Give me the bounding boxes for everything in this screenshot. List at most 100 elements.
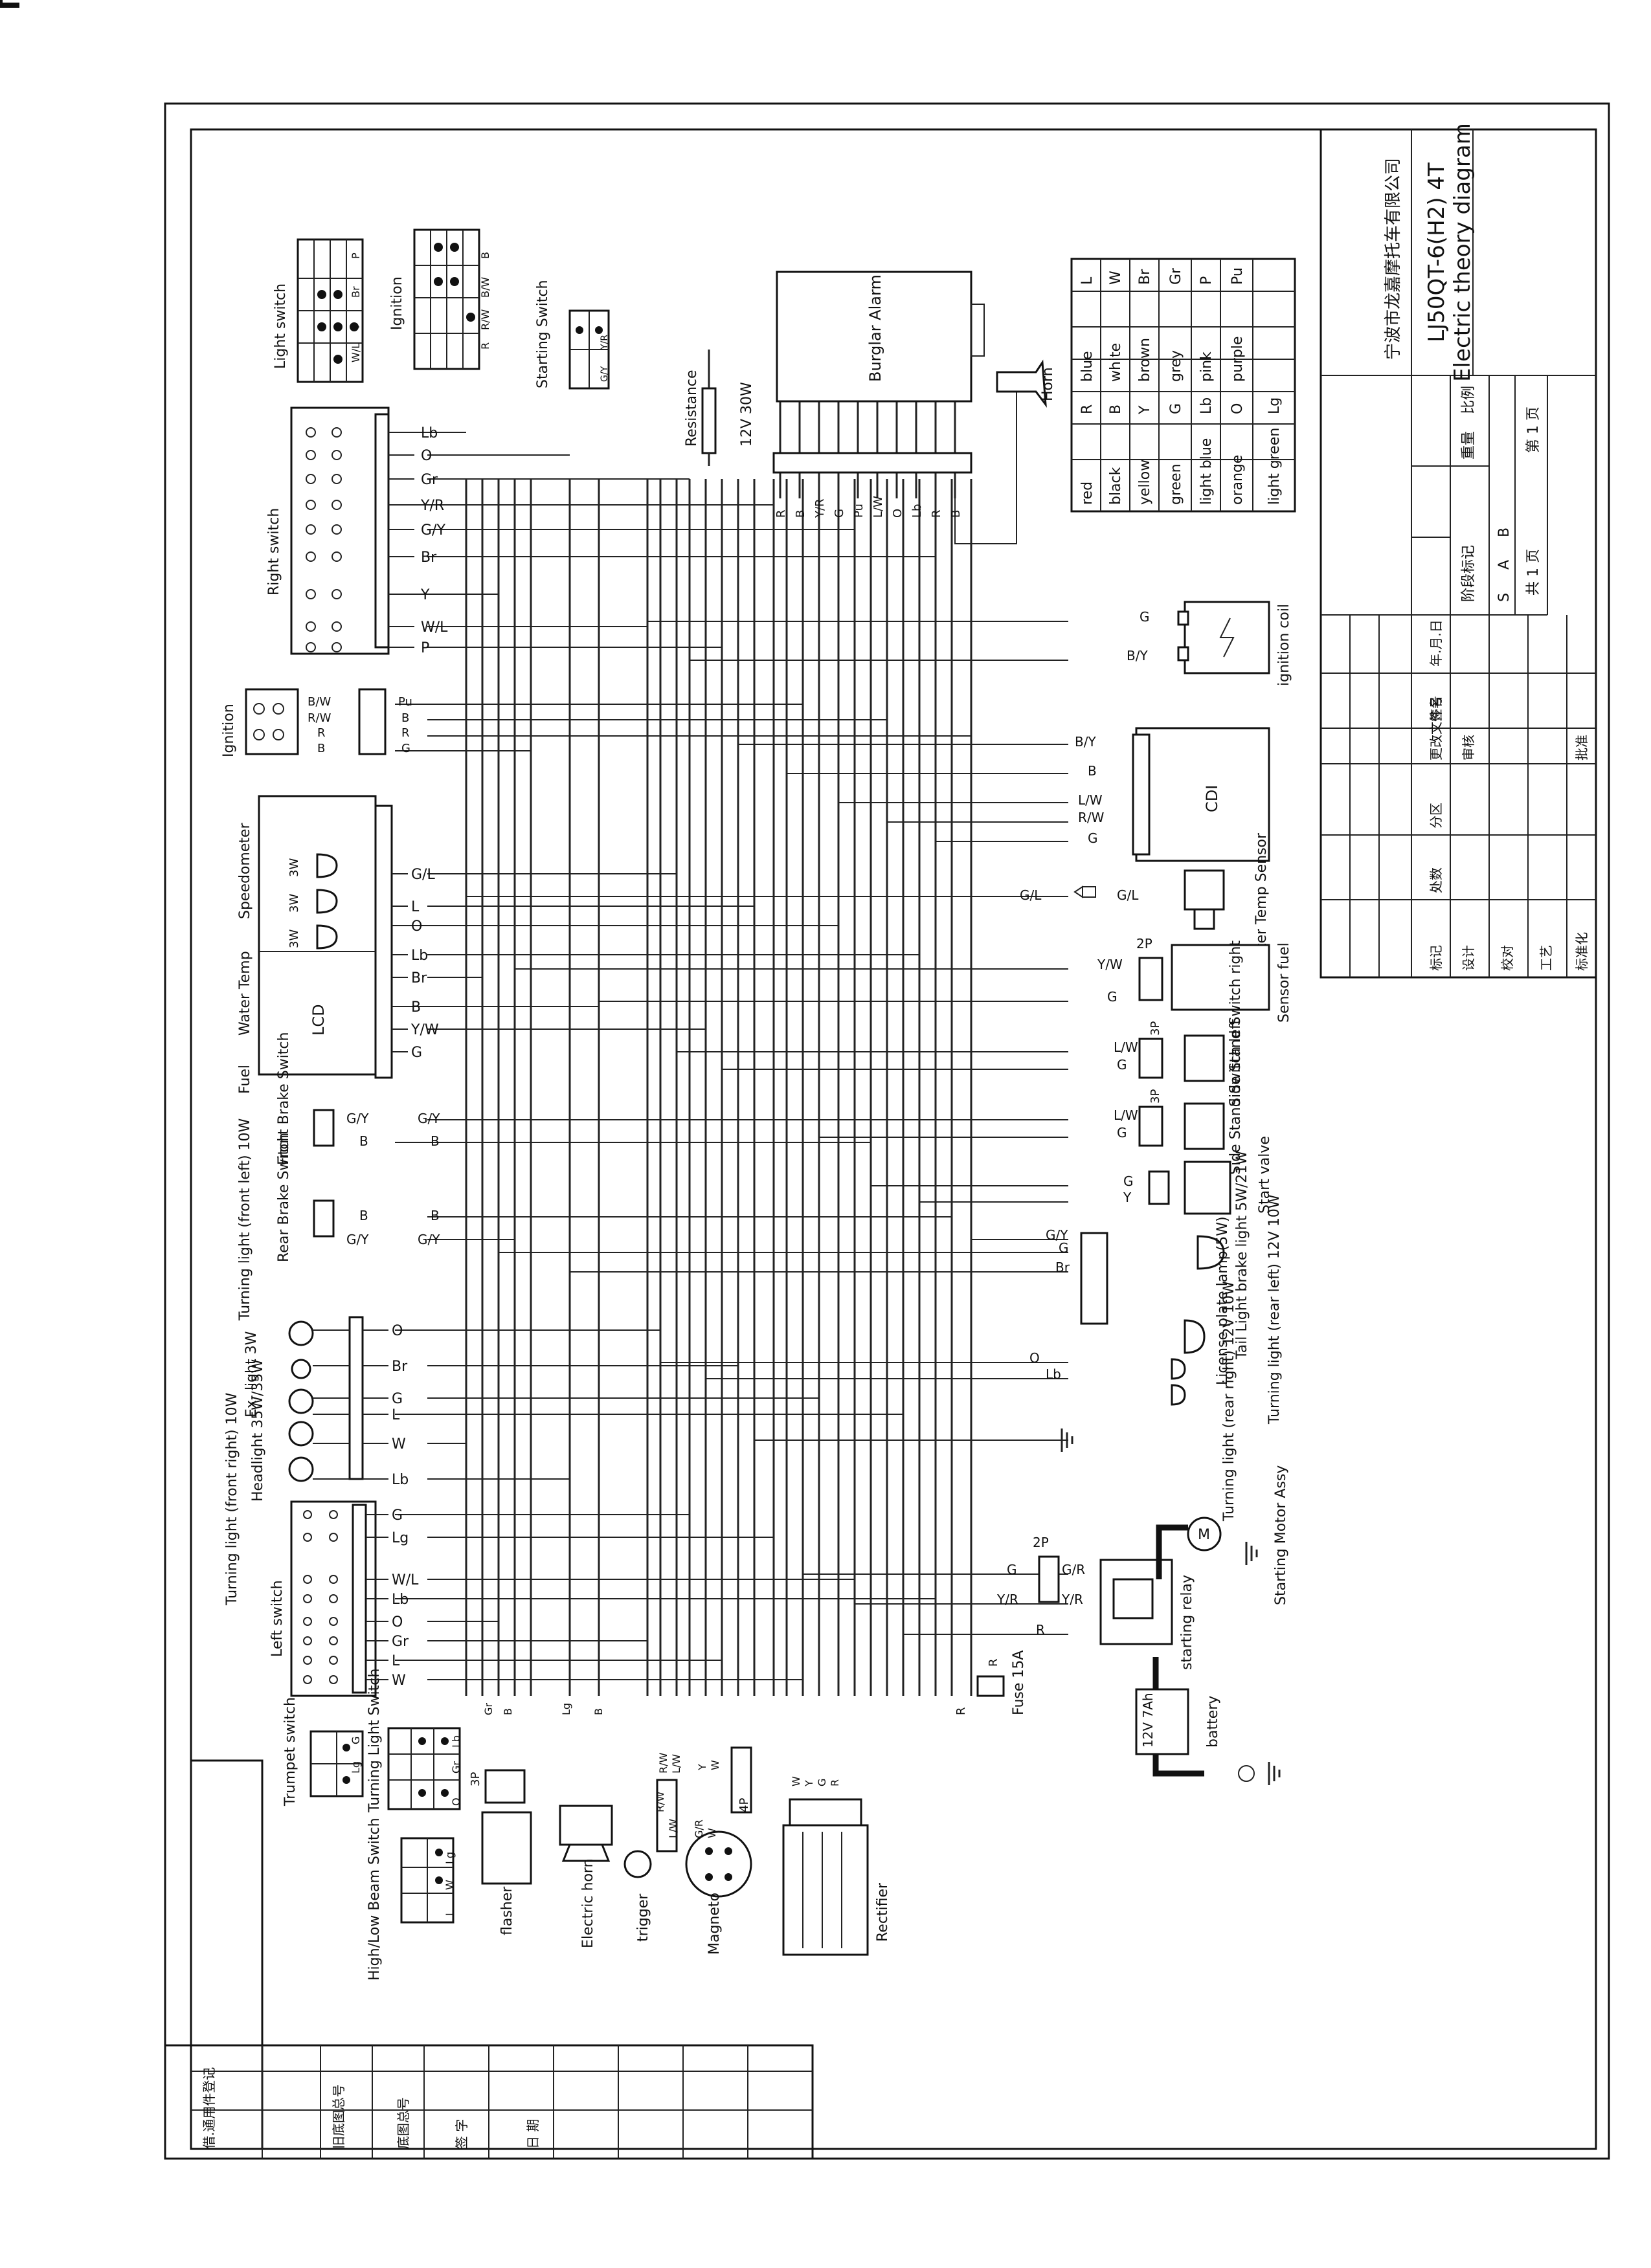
flasher: 3P flasher Gr B [469,1703,532,1935]
svg-text:标记: 标记 [1428,945,1444,971]
flasher-label: flasher [499,1886,515,1935]
svg-text:标准化: 标准化 [1574,932,1589,971]
alarm-pin-label: Lb [910,504,924,518]
svg-text:Gr: Gr [482,1703,495,1715]
svg-text:R/W: R/W [308,711,331,725]
svg-text:3P: 3P [469,1772,482,1786]
svg-text:B: B [1088,763,1097,779]
rectifier-label: Rectifier [875,1882,891,1942]
company-name: 宁波市龙嘉摩托车有限公司 [1384,158,1403,360]
svg-text:Y/R: Y/R [996,1592,1018,1607]
ex-light-label: Ex- light 3W [243,1331,260,1418]
lcd-label: LCD [309,1004,328,1036]
svg-text:W: W [790,1776,802,1786]
alarm-pin-label: Pu [852,504,866,518]
svg-text:R/W: R/W [479,309,491,330]
right-switch-wire-label: O [421,448,432,464]
rear-brake-switch: Rear Brake Switch B G/Y B G/Y [276,1133,440,1262]
svg-text:R: R [401,726,410,740]
svg-text:Br: Br [1055,1260,1070,1275]
legend-cell: red [1079,482,1095,505]
svg-text:G/Y: G/Y [346,1232,369,1247]
right-switch-wire-label: Gr [421,472,438,488]
side-stand-left: 3P L/W G Side Stand Switch left [1114,1019,1244,1175]
svg-text:S: S [1496,593,1512,602]
svg-text:R: R [317,726,326,740]
ignition-top: Ignition R R/W B/W B [389,228,491,370]
front-light-wire-label: W [392,1436,406,1452]
svg-text:L/W: L/W [667,1819,679,1838]
front-light-wire-label: L [392,1407,400,1423]
outer-frame [164,102,1610,2160]
svg-text:B: B [359,1208,368,1223]
right-switch-wire-label: Y [420,587,430,603]
right-switch-wire-label: Y/R [420,498,444,514]
svg-text:B/Y: B/Y [1127,648,1148,663]
svg-text:G/L: G/L [1020,887,1042,903]
title-block: 宁波市龙嘉摩托车有限公司 LJ50QT-6(H2) 4T Electric th… [1320,123,1597,979]
svg-text:B: B [359,1133,368,1149]
ignition-coil-label: ignition coil [1276,604,1292,686]
legend-cell: W [1108,271,1124,285]
svg-text:G: G [350,1737,362,1744]
speedometer-wire-label: O [411,918,422,935]
svg-text:比例: 比例 [1461,386,1477,414]
svg-text:O: O [450,1797,462,1806]
svg-text:2P: 2P [1136,936,1152,951]
svg-text:B: B [401,711,409,725]
battery-label: battery [1205,1696,1221,1748]
svg-text:Pu: Pu [398,695,412,709]
legend-cell: Lg [1266,397,1283,414]
svg-text:R: R [987,1658,1000,1667]
svg-text:G: G [1107,989,1118,1005]
instrument-cluster: Speedometer Water Temp Fuel LCD 3W 3W 3W… [237,795,439,1094]
svg-text:G: G [1059,1240,1069,1256]
svg-text:Y: Y [1123,1190,1132,1205]
left-switch-label: Left switch [269,1580,286,1657]
front-light-wire-label: Br [392,1359,408,1375]
svg-text:Y: Y [696,1764,708,1771]
high-low-beam-label: High/Low Beam Switch [366,1818,383,1981]
alarm-pin-label: O [891,509,904,518]
svg-text:Lg: Lg [560,1703,572,1715]
svg-text:阶段标记: 阶段标记 [1461,545,1477,602]
svg-text:Lb: Lb [1046,1366,1061,1382]
svg-text:审核: 审核 [1461,735,1476,761]
horn-top-label: Horn [1040,367,1056,401]
speedometer-wire-label: Lb [411,948,428,964]
svg-text:Y/R: Y/R [1061,1592,1083,1607]
svg-text:G: G [1088,830,1098,846]
light-switch-label: Light switch [273,284,289,369]
legend-cell: Y [1137,405,1153,415]
svg-text:校对: 校对 [1499,945,1515,971]
battery-rating: 12V 7Ah [1140,1693,1156,1748]
light-switch: Light switch W/L Y Br P [273,238,364,383]
turn-front-left-label: Turning light (front left) 10W [237,1118,253,1321]
speedometer-wire-label: G/L [411,867,435,883]
alarm-pin-label: G [833,509,846,518]
starting-motor-label: Starting Motor Assy [1273,1465,1289,1605]
front-light-wire-label: Lb [392,1472,409,1488]
legend-cell: blue [1079,351,1095,382]
svg-text:B: B [479,252,491,259]
starting-switch-label: Starting Switch [535,280,551,389]
resistance: Resistance 12V 30W [684,350,755,466]
svg-text:G: G [401,742,410,755]
trigger-magneto: trigger Magneto 4P R/W L/W G/R W R/W L/W… [623,1746,752,1955]
side-stand-left-label: Side Stand Switch left [1228,1019,1244,1175]
legend-cell: Br [1137,269,1153,285]
left-switch-wire-label: Lg [392,1530,409,1546]
svg-text:2P: 2P [1033,1535,1049,1550]
legend-cell: O [1230,403,1246,414]
svg-text:L/W: L/W [1078,792,1103,808]
svg-text:底图总号: 底图总号 [396,2097,411,2149]
left-switch-wire-label: Gr [392,1634,409,1650]
svg-text:W: W [444,1880,456,1890]
svg-text:R: R [829,1779,841,1786]
svg-text:Y: Y [803,1780,815,1787]
starting-relay-label: starting relay [1179,1575,1195,1670]
speedometer-wire-label: L [411,899,420,915]
license-plate-label: License plate lamp(5W) [1215,1216,1231,1385]
svg-text:G/Y: G/Y [600,366,610,382]
